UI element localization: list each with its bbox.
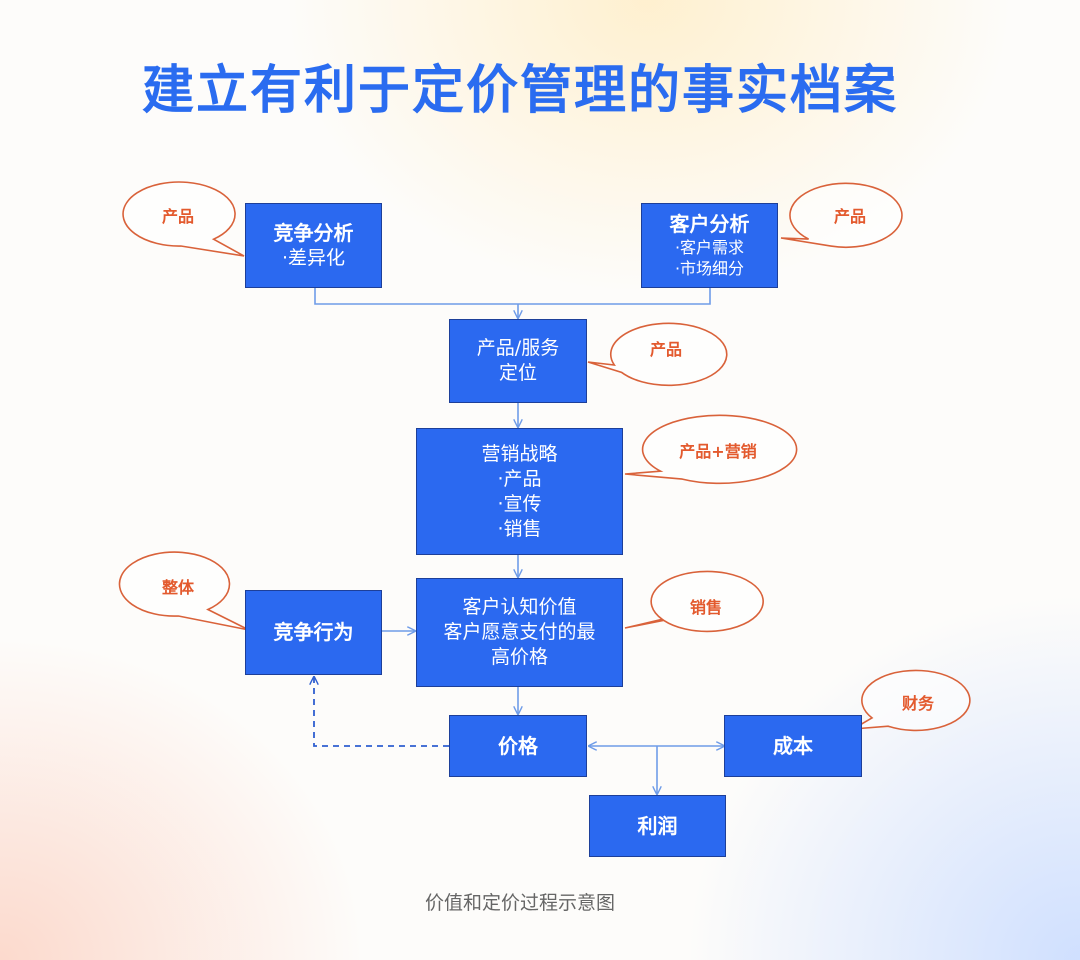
customer-analysis-item: ·客户需求 — [674, 238, 745, 257]
customer-analysis-item: ·市场细分 — [674, 259, 745, 278]
customer-value-line: 高价格 — [490, 646, 548, 668]
speech-bubble-customer-analysis — [780, 182, 903, 249]
customer-value-box: 客户认知价值 客户愿意支付的最 高价格 — [416, 578, 623, 687]
positioning-box: 产品/服务 定位 — [449, 319, 587, 403]
dashed-arrow-price-to-competitive-behavior — [314, 677, 449, 747]
positioning-line: 产品/服务 — [476, 337, 560, 359]
positioning-line: 定位 — [498, 362, 537, 384]
speech-bubble-positioning — [587, 322, 728, 387]
competitive-behavior-box: 竞争行为 — [245, 590, 382, 675]
profit-title: 利润 — [637, 813, 678, 838]
cost-box: 成本 — [724, 715, 862, 777]
customer-analysis-box: 客户分析 ·客户需求 ·市场细分 — [641, 203, 778, 288]
bubble-label-customer-value: 销售 — [689, 598, 722, 617]
bubble-label-customer-analysis: 产品 — [833, 207, 866, 226]
bubble-label-marketing-strategy: 产品+营销 — [679, 442, 757, 461]
speech-bubble-customer-value — [624, 570, 764, 633]
marketing-strategy-title: 营销战略 — [481, 442, 558, 465]
speech-bubble-competition-analysis — [122, 181, 245, 257]
speech-bubble-competitive-behavior — [118, 551, 250, 631]
cost-title: 成本 — [773, 733, 813, 758]
customer-value-line: 客户认知价值 — [462, 596, 577, 618]
competitive-behavior-title: 竞争行为 — [273, 620, 354, 644]
competition-analysis-item: ·差异化 — [281, 246, 346, 269]
speech-bubble-cost — [852, 669, 971, 732]
diagram-caption: 价值和定价过程示意图 — [424, 892, 615, 914]
bubble-label-competition-analysis: 产品 — [161, 207, 194, 226]
competition-analysis-title: 竞争分析 — [273, 220, 354, 245]
marketing-strategy-item: ·销售 — [497, 517, 542, 540]
page-title: 建立有利于定价管理的事实档案 — [141, 61, 898, 121]
bubble-label-positioning: 产品 — [649, 340, 682, 359]
bubble-label-competitive-behavior: 整体 — [161, 578, 194, 597]
speech-bubble-marketing-strategy — [624, 414, 798, 485]
marketing-strategy-item: ·产品 — [497, 467, 542, 490]
customer-analysis-title: 客户分析 — [669, 212, 750, 236]
marketing-strategy-box: 营销战略 ·产品 ·宣传 ·销售 — [416, 428, 623, 555]
profit-box: 利润 — [589, 795, 726, 857]
bubble-label-cost: 财务 — [901, 694, 934, 713]
price-box: 价格 — [449, 715, 587, 777]
customer-value-line: 客户愿意支付的最 — [443, 621, 596, 643]
competition-analysis-box: 竞争分析 ·差异化 — [245, 203, 382, 288]
connector-competition-analysis — [314, 288, 518, 305]
connector-customer-analysis — [518, 288, 711, 305]
price-title: 价格 — [498, 733, 538, 758]
marketing-strategy-item: ·宣传 — [497, 492, 542, 515]
